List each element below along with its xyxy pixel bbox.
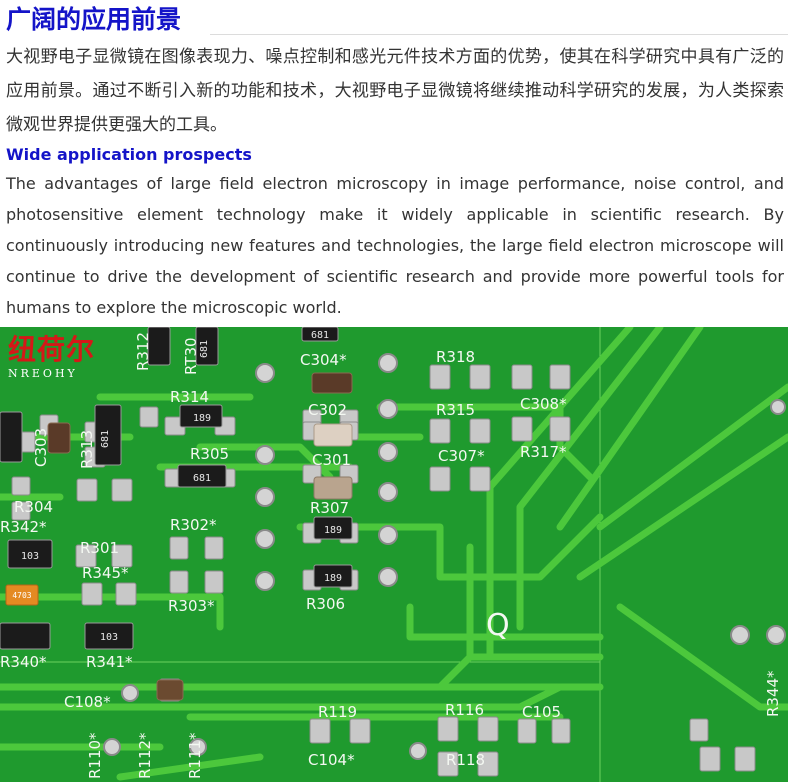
silkscreen-label: C104* (308, 751, 355, 769)
silkscreen-label: R110* (86, 732, 104, 779)
silkscreen-label: C307* (438, 447, 485, 465)
section-body-zh: 大视野电子显微镜在图像表现力、噪点控制和感光元件技术方面的优势，使其在科学研究中… (6, 47, 784, 135)
silkscreen-label: R314 (170, 388, 209, 406)
section-body-en: The advantages of large field electron m… (6, 174, 784, 317)
silkscreen-label: C108* (64, 693, 111, 711)
silkscreen-label: R342* (0, 518, 47, 536)
silkscreen-label: R315 (436, 401, 475, 419)
silkscreen-label: C303 (32, 428, 50, 467)
silkscreen-label: R312 (134, 332, 152, 371)
silkscreen-label: C301 (312, 451, 351, 469)
chip-label: 681 (311, 330, 329, 341)
silkscreen-label: R306 (306, 595, 345, 613)
silkscreen-label: R345* (82, 564, 129, 582)
silkscreen-label: R116 (445, 701, 484, 719)
silkscreen-label: R118 (446, 751, 485, 769)
silkscreen-label: R302* (170, 516, 217, 534)
chip-label: 681 (199, 340, 210, 358)
silkscreen-label: C308* (520, 395, 567, 413)
silkscreen-label: R307 (310, 499, 349, 517)
silkscreen-label: R111* (186, 732, 204, 779)
brand-name-zh: 纽荷尔 (8, 333, 96, 366)
silkscreen-label: C105 (522, 703, 561, 721)
silkscreen-label: R341* (86, 653, 133, 671)
chip-label: 189 (193, 413, 211, 424)
silkscreen-label: Q (486, 608, 510, 643)
chip-label: 189 (324, 525, 342, 536)
silkscreen-label: R317* (520, 443, 567, 461)
silkscreen-label: R313 (78, 430, 96, 469)
silkscreen-label: RT30 (182, 337, 200, 375)
brand-name-en: NREOHY (8, 367, 78, 380)
silkscreen-label: C302 (308, 401, 347, 419)
silkscreen-label: R304 (14, 498, 53, 516)
silkscreen-label: C304* (300, 351, 347, 369)
silkscreen-label: R305 (190, 445, 229, 463)
chip-label: 4703 (12, 591, 31, 600)
chip-label: 103 (21, 551, 39, 562)
section-title-en: Wide application prospects (6, 145, 252, 164)
silkscreen-label: R301 (80, 539, 119, 557)
silkscreen-label: R340* (0, 653, 47, 671)
chip-label: 681 (193, 473, 211, 484)
silkscreen-label: R318 (436, 348, 475, 366)
silkscreen-label: R344* (764, 670, 782, 717)
chip-label: 103 (100, 632, 118, 643)
silkscreen-label: R303* (168, 597, 215, 615)
silkscreen-label: R119 (318, 703, 357, 721)
pcb-illustration: 189 681 189 189 103 4703 103 681 681 681… (0, 327, 788, 782)
chip-label: 189 (324, 573, 342, 584)
section-title-zh: 广阔的应用前景 (6, 5, 182, 34)
chip-label: 681 (100, 430, 111, 448)
brand-watermark: 纽荷尔 NREOHY (8, 335, 118, 391)
title-divider (210, 34, 788, 35)
pcb-photo: 189 681 189 189 103 4703 103 681 681 681… (0, 327, 788, 782)
silkscreen-label: R112* (136, 732, 154, 779)
